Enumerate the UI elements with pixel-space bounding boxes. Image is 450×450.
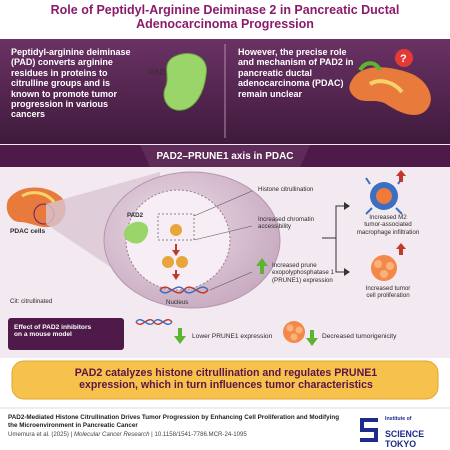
green-up-arrow (256, 258, 268, 274)
pad2-label: PAD2 (127, 212, 144, 219)
title-line-2: Adenocarcinoma Progression (136, 17, 314, 31)
institute-name: SCIENCE TOKYO (385, 429, 425, 449)
decreased-tumorigenicity-label: Decreased tumorigenicity (322, 333, 397, 340)
axis-title-tab (140, 145, 310, 167)
footer-journal: Molecular Cancer Research (73, 431, 150, 438)
dna-small-icon (135, 319, 173, 325)
tumor-small-icon (283, 321, 305, 343)
footer-citation: Umemura et al. (2025) | Molecular Cancer… (8, 431, 353, 438)
histone-box (157, 213, 195, 241)
histone-icon-2 (176, 256, 188, 268)
conclusion-line-2: expression, which in turn influences tum… (79, 379, 373, 392)
conclusion-line-1: PAD2 catalyzes histone citrullination an… (74, 367, 378, 379)
conclusion-banner (11, 360, 439, 400)
pad-label: PAD (149, 67, 166, 77)
prune1-line-2: exopolyphosphatase 1 (272, 269, 334, 277)
prune1-line-3: (PRUNE1) expression (272, 276, 333, 284)
tumor-cluster-icon (371, 255, 397, 281)
histone-icon (170, 224, 182, 236)
prolif-line-1: Increased tumor (365, 285, 411, 292)
tumor-up-arrow (396, 243, 406, 255)
connector-prune (209, 271, 253, 291)
m2-line-2: tumor-associated (364, 221, 412, 229)
tumor-proliferation-label: Increased tumor cell proliferation (352, 285, 424, 300)
nucleus-label: Nucleus (166, 299, 189, 306)
inhibitor-label-box (8, 318, 124, 350)
inhibitor-label: Effect of PAD2 inhibitors on a mouse mod… (14, 324, 120, 339)
connector-chromatin (193, 225, 253, 241)
institute-small-label: Institute of (385, 416, 412, 422)
institute-logo-icon (360, 418, 378, 442)
intro-right-text: However, the precise role and mechanism … (238, 47, 354, 99)
prune1-line-1: Increased prune (272, 262, 317, 269)
dna-icon (159, 286, 209, 294)
footer-title: PAD2-Mediated Histone Citrullination Dri… (8, 414, 340, 429)
prune1-expression-label: Increased prune exopolyphosphatase 1 (PR… (272, 262, 354, 284)
footer-doi[interactable]: | 10.1158/1541-7786.MCR-24-1095 (149, 431, 247, 438)
conclusion-text: PAD2 catalyzes histone citrullination an… (30, 367, 422, 392)
pdac-cells-label: PDAC cells (10, 228, 46, 235)
prolif-line-2: cell proliferation (366, 292, 410, 300)
axis-title: PAD2–PRUNE1 axis in PDAC (156, 151, 294, 162)
m2-macrophage-label: Increased M2 tumor-associated macrophage… (352, 214, 424, 236)
histone-icon-3 (162, 256, 174, 268)
cit-note: Cit: citrullinated (10, 298, 53, 305)
connector-histone (193, 190, 253, 217)
m2-line-1: Increased M2 (369, 214, 407, 221)
outcome-bracket-head-2 (344, 268, 350, 276)
pancreas-question-icon (349, 49, 431, 116)
m2-line-3: macrophage infiltration (356, 228, 420, 236)
page-title: Role of Peptidyl-Arginine Deiminase 2 in… (0, 3, 450, 31)
outcome-bracket (322, 205, 346, 273)
macrophage-up-arrow (396, 170, 406, 182)
green-down-arrow-2 (306, 330, 318, 346)
macrophage-icon (365, 177, 403, 215)
green-down-arrow-1 (174, 328, 186, 344)
question-mark: ? (400, 53, 407, 65)
inhibitor-line-2: on a mouse model (14, 331, 72, 339)
footer-authors: Umemura et al. (2025) | (8, 431, 74, 438)
arrow-down-2-head (172, 274, 180, 280)
chromatin-accessibility-label: Increased chromatin accessibility (258, 216, 315, 231)
pad2-enzyme-icon (123, 221, 149, 244)
histone-citrullination-label: Histone citrullination (258, 186, 314, 193)
pad-enzyme-icon (163, 53, 207, 111)
title-line-1: Role of Peptidyl-Arginine Deiminase 2 in… (50, 3, 400, 17)
inhibitor-line-1: Effect of PAD2 inhibitors (14, 324, 92, 331)
outcome-bracket-head-1 (344, 202, 350, 210)
intro-left-text: Peptidyl-arginine deiminase (PAD) conver… (11, 47, 131, 120)
arrow-down-1-head (172, 250, 180, 256)
lower-prune1-label: Lower PRUNE1 expression (192, 333, 273, 340)
